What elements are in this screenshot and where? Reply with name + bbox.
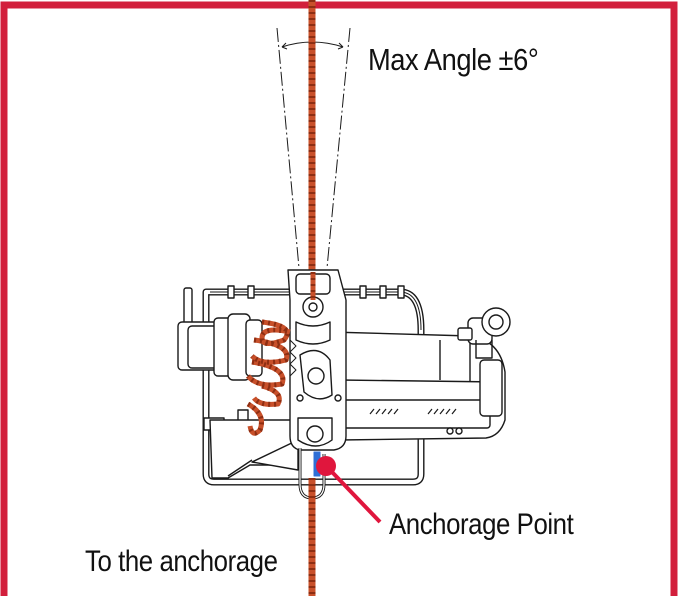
anchor-point-marker-icon [316,456,382,524]
anchor-dot [316,456,336,476]
hand-crank [177,287,263,431]
anchorage-point-label: Anchorage Point [389,508,574,541]
max-angle-label: Max Angle ±6° [368,42,539,77]
center-guide-plate [287,269,347,451]
angle-line-left [276,27,300,269]
fall-arrest-device-icon [177,269,511,500]
frame-bolts [227,285,405,299]
angle-indicator [276,27,351,269]
control-knob [457,307,511,359]
angle-line-right [326,27,351,269]
anchor-leader-line [330,470,382,524]
to-anchorage-label: To the anchorage [85,545,278,578]
spring [289,339,297,377]
motor-housing [329,331,506,441]
